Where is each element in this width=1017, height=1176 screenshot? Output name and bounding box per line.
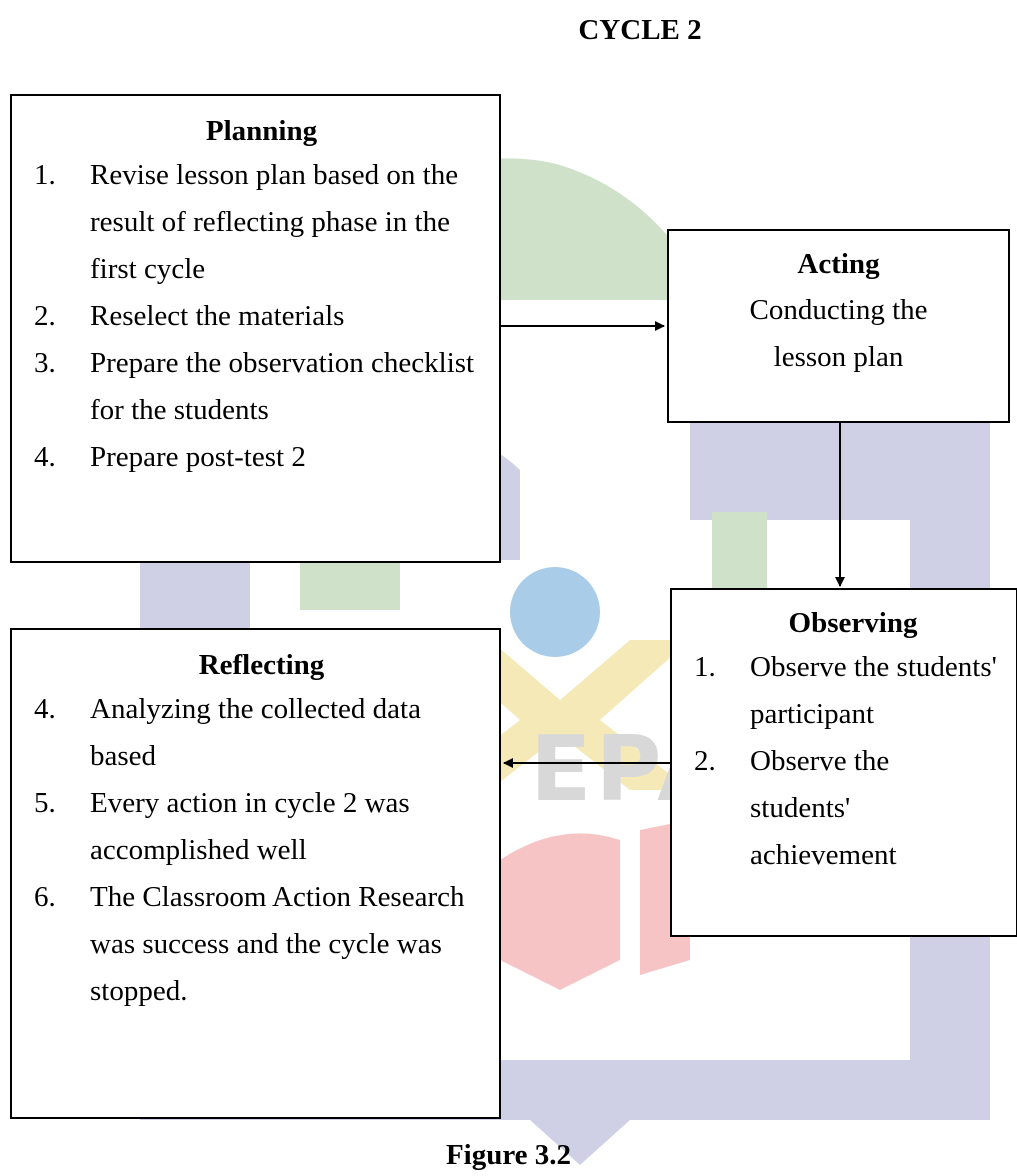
- watermark-book: [500, 833, 620, 990]
- observing-list: 1.Observe the students' participant 2.Ob…: [694, 644, 1012, 879]
- planning-list: 1.Revise lesson plan based on the result…: [34, 152, 489, 481]
- list-item: 6.The Classroom Action Research was succ…: [34, 881, 465, 1007]
- observing-box: Observing 1.Observe the students' partic…: [670, 588, 1017, 937]
- list-item: 1.Revise lesson plan based on the result…: [34, 159, 459, 285]
- list-item: 2.Observe the students' achievement: [694, 745, 897, 871]
- reflecting-title: Reflecting: [198, 649, 325, 681]
- watermark-pillar-right: [712, 512, 767, 592]
- list-item: 4.Prepare post-test 2: [34, 441, 306, 473]
- figure-caption: Figure 3.2: [445, 1139, 572, 1171]
- list-item: 5.Every action in cycle 2 was accomplish…: [34, 787, 410, 866]
- acting-title: Acting: [797, 248, 880, 280]
- list-item: 3.Prepare the observation checklist for …: [34, 347, 475, 426]
- planning-box: Planning 1.Revise lesson plan based on t…: [10, 94, 501, 563]
- observing-title: Observing: [788, 607, 918, 639]
- list-item: 1.Observe the students' participant: [694, 651, 997, 730]
- diagram-title: CYCLE 2: [578, 14, 702, 46]
- planning-title: Planning: [205, 115, 318, 147]
- acting-box: Acting Conducting the lesson plan: [667, 229, 1010, 423]
- list-item: 4.Analyzing the collected data based: [34, 693, 421, 772]
- reflecting-list: 4.Analyzing the collected data based 5.E…: [34, 686, 489, 1015]
- list-item: 2.Reselect the materials: [34, 300, 345, 332]
- watermark-globe: [510, 567, 600, 657]
- reflecting-box: Reflecting 4.Analyzing the collected dat…: [10, 628, 501, 1119]
- acting-text: Conducting the lesson plan: [749, 294, 928, 373]
